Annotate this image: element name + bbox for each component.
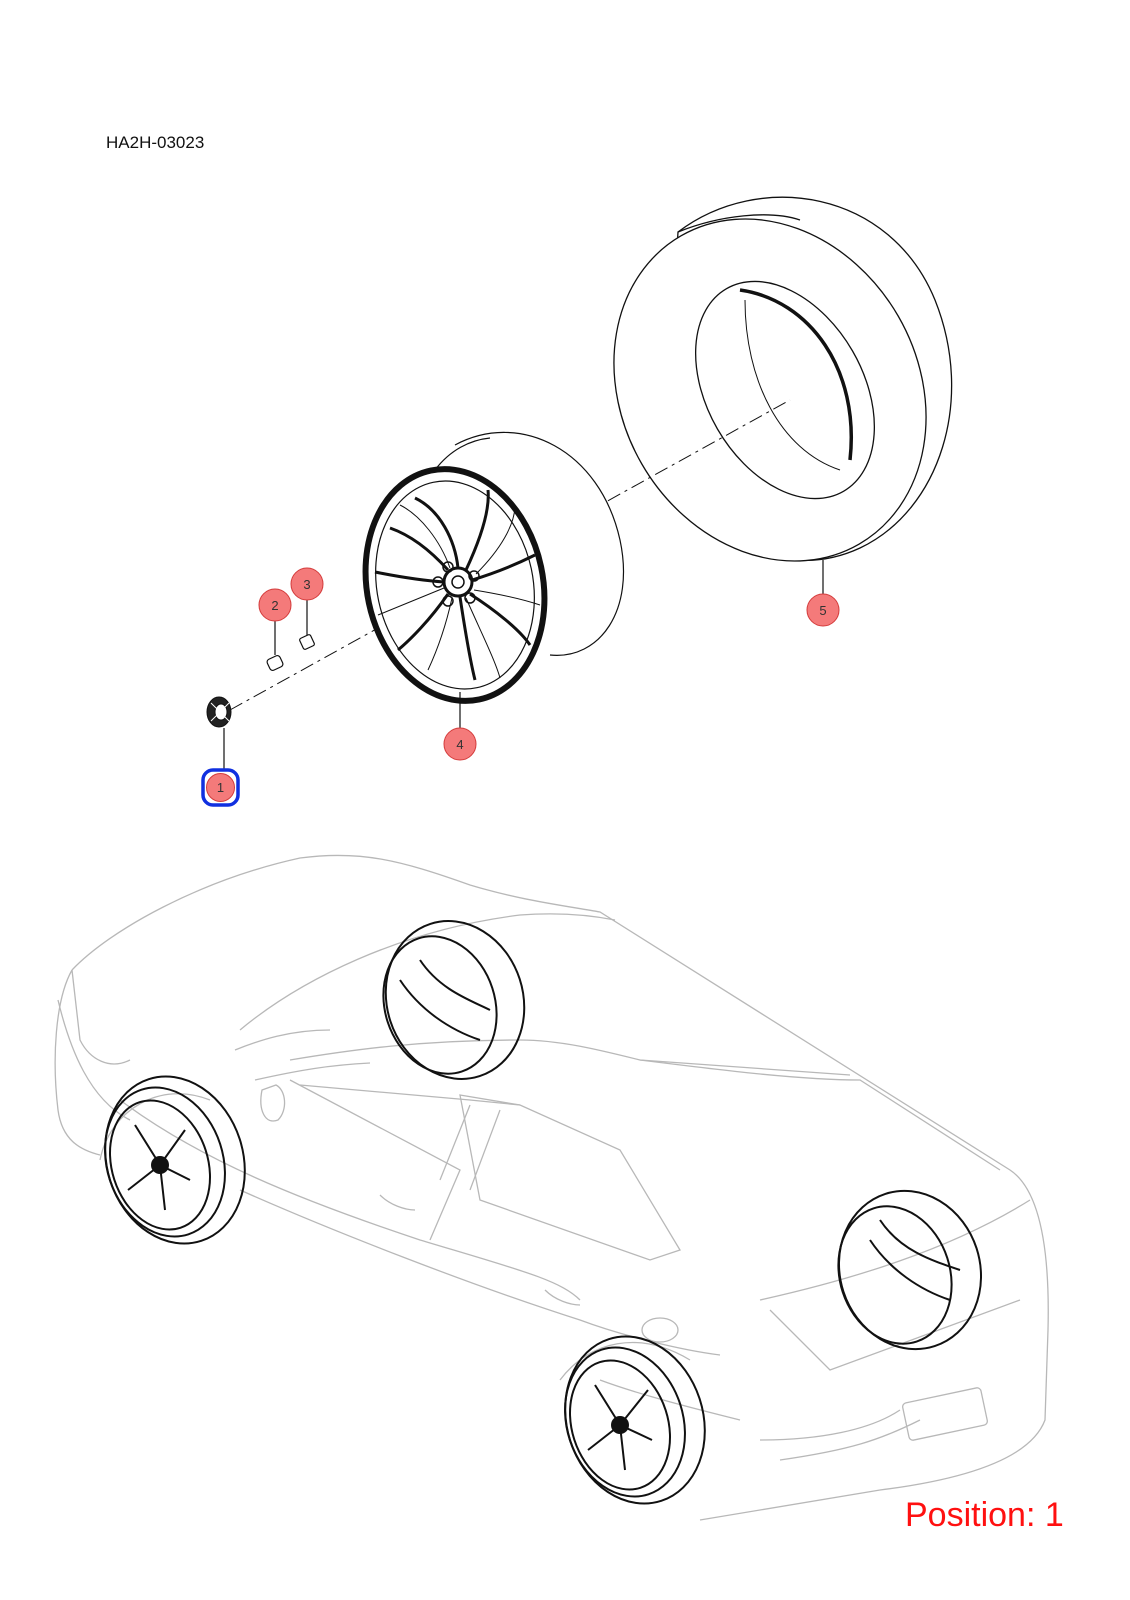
car-wheel-front-left — [104, 1075, 246, 1245]
leader-lines — [223, 560, 824, 770]
tire-illustration[interactable] — [553, 162, 987, 618]
callout-label: 1 — [217, 780, 224, 795]
callout-2[interactable]: 2 — [258, 588, 292, 622]
car-overview-illustration — [54, 854, 1049, 1521]
selection-highlight — [201, 768, 240, 807]
callout-label: 5 — [819, 603, 826, 618]
car-wheel-front-right — [382, 920, 526, 1080]
position-label: Position: 1 — [905, 1496, 1064, 1534]
callout-label: 2 — [271, 598, 278, 613]
valve-illustration[interactable] — [299, 634, 315, 650]
callout-label: 4 — [456, 737, 463, 752]
assembly-centerline — [229, 399, 791, 711]
lug-nut-illustration[interactable] — [266, 654, 284, 672]
callout-label: 3 — [303, 577, 310, 592]
wheel-illustration[interactable] — [345, 431, 625, 717]
car-wheel-rear-left — [564, 1335, 706, 1505]
callout-4[interactable]: 4 — [443, 727, 477, 761]
callout-5[interactable]: 5 — [806, 593, 840, 627]
callout-3[interactable]: 3 — [290, 567, 324, 601]
diagram-code: HA2H-03023 — [106, 133, 205, 152]
car-wheel-rear-right — [837, 1189, 983, 1351]
callout-1[interactable]: 1 — [201, 768, 240, 807]
center-cap-illustration[interactable] — [206, 696, 232, 728]
